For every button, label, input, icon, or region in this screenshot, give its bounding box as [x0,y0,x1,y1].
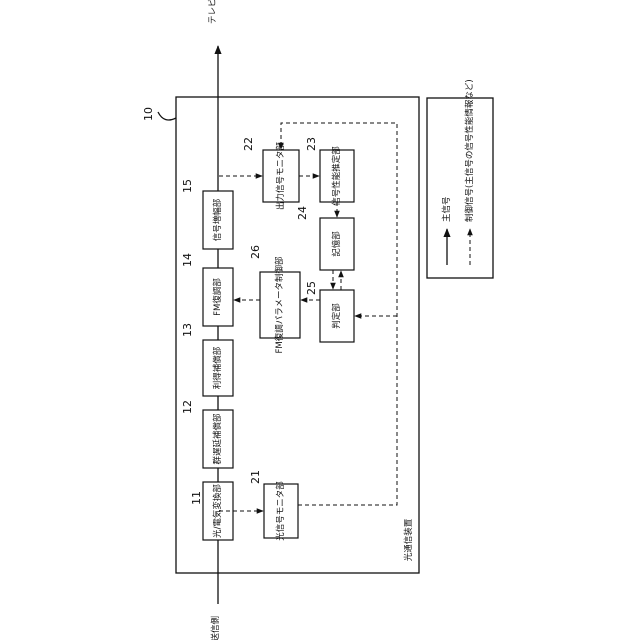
block-13: 利得補償部 13 [181,323,233,396]
device-number: 10 [142,107,155,121]
block-23-label: 信号性能推定部 [331,146,342,206]
block-25-label: 判定部 [331,303,342,329]
block-26-number: 26 [249,245,262,259]
device-leader [158,112,176,120]
block-12-number: 12 [181,400,194,414]
block-23: 信号性能推定部 23 [305,137,354,206]
block-24-label: 記憶部 [331,231,342,257]
block-24-number: 24 [296,206,309,220]
block-21-number: 21 [249,470,262,484]
block-22: 出力信号モニタ部 22 [242,137,299,210]
top-output-label: テレビなどの映像装置 [207,0,218,24]
block-15-number: 15 [181,179,194,193]
legend-frame [427,98,493,278]
block-25: 判定部 25 [305,281,354,342]
block-13-number: 13 [181,323,194,337]
block-13-label: 利得補償部 [212,346,223,389]
block-24: 記憶部 24 [296,206,354,270]
block-12-label: 群遅延補償部 [212,413,223,465]
block-22-number: 22 [242,137,255,151]
block-21: 光信号モニタ部 21 [249,470,298,541]
block-14-label: FM復調部 [212,278,223,316]
block-21-label: 光信号モニタ部 [275,481,286,541]
device-label: 光通信装置 [403,518,414,561]
block-15: 信号増幅部 15 [181,179,233,249]
block-12: 群遅延補償部 12 [181,400,233,468]
block-26: FM復調パラメータ制御部 26 [249,245,300,353]
legend-main-signal-text: 主信号 [441,196,452,222]
legend-control-signal-text: 制御信号(主信号の信号性能情報など) [464,79,475,222]
block-22-label: 出力信号モニタ部 [275,142,286,211]
block-23-number: 23 [305,137,318,151]
bottom-input-label: 送信側 [210,616,221,640]
block-26-label: FM復調パラメータ制御部 [274,256,285,353]
block-25-number: 25 [305,281,318,295]
block-14-number: 14 [181,253,194,267]
block-11-number: 11 [190,491,203,505]
block-14: FM復調部 14 [181,253,233,326]
block-15-label: 信号増幅部 [212,198,223,241]
